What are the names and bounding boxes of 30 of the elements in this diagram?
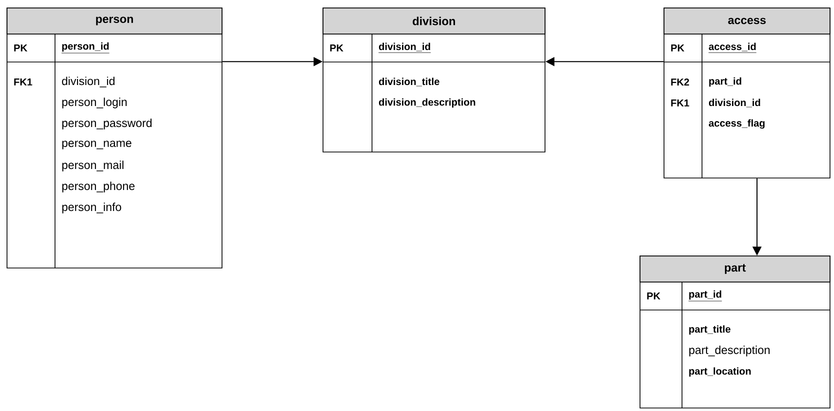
primary-key-field: access_id (708, 42, 757, 53)
attribute-name: person_mail (62, 160, 124, 172)
key-label: FK2 (671, 78, 690, 86)
attribute-name: part_description (689, 346, 770, 356)
key-label: PK (671, 44, 684, 52)
attribute-name: part_title (689, 325, 730, 335)
key-label: PK (330, 44, 344, 52)
attribute-name: person_password (62, 118, 152, 130)
table-header: division (322, 8, 546, 34)
table-header: person (6, 8, 222, 34)
primary-key-field: division_id (378, 42, 431, 53)
key-label: PK (14, 44, 28, 52)
attribute-name: person_info (62, 202, 122, 214)
attribute-name: person_login (62, 98, 127, 108)
attribute-name: part_id (709, 77, 742, 87)
primary-key-field: person_id (61, 42, 110, 54)
attribute-name: division_id (708, 98, 760, 108)
attribute-name: part_location (689, 367, 751, 377)
table-header: part (640, 256, 830, 282)
attribute-name: person_phone (62, 182, 135, 192)
attribute-name: division_id (62, 76, 114, 88)
attribute-name: division_description (378, 98, 476, 108)
primary-key-field: part_id (688, 290, 722, 302)
key-label: FK1 (14, 78, 32, 86)
key-label: PK (647, 292, 660, 300)
attribute-name: person_name (62, 140, 132, 150)
attribute-name: access_flag (708, 119, 765, 129)
attribute-name: division_title (378, 78, 440, 86)
key-label: FK1 (671, 100, 690, 106)
table-header: access (664, 8, 830, 34)
